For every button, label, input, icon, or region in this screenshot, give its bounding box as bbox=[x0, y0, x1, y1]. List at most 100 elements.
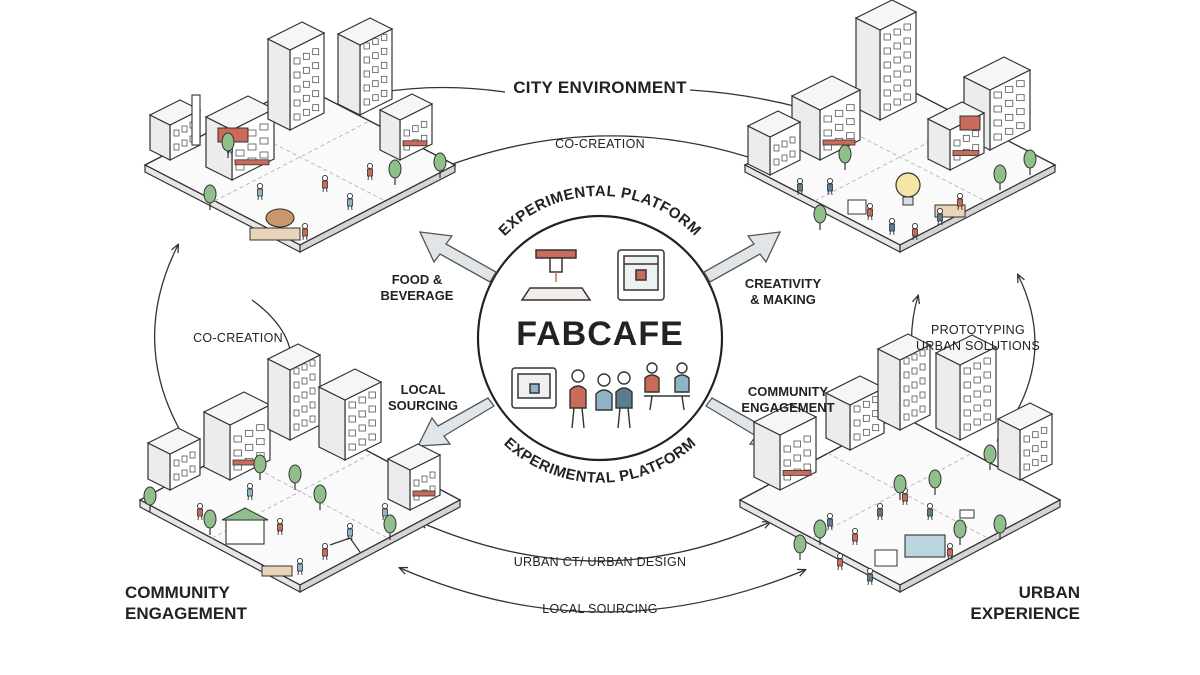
city-environment-title: CITY ENVIRONMENT bbox=[513, 78, 687, 97]
building bbox=[204, 95, 276, 181]
building bbox=[378, 93, 434, 161]
tile-food-beverage bbox=[143, 17, 457, 253]
person bbox=[866, 567, 874, 586]
person bbox=[926, 502, 934, 521]
block-arrows bbox=[416, 231, 784, 447]
tree bbox=[993, 514, 1007, 540]
local-sourcing-center-label: LOCAL SOURCING bbox=[368, 382, 478, 414]
food-beverage-line-1: FOOD & bbox=[391, 272, 443, 287]
person bbox=[366, 162, 374, 181]
building bbox=[752, 403, 818, 491]
person bbox=[346, 522, 354, 541]
tree bbox=[838, 144, 852, 170]
bottom-arc-1 bbox=[420, 522, 770, 562]
tile-community-engagement bbox=[138, 343, 462, 593]
person bbox=[836, 552, 844, 571]
tree bbox=[221, 132, 235, 158]
person bbox=[936, 207, 944, 226]
co-creation-top-label: CO-CREATION bbox=[555, 137, 645, 151]
fab-machines-icons bbox=[511, 249, 665, 409]
building bbox=[996, 402, 1054, 481]
arrow-top-left bbox=[418, 231, 497, 283]
tile-creativity-making bbox=[743, 0, 1057, 253]
community-engagement-center-label: COMMUNITY ENGAGEMENT bbox=[728, 384, 848, 416]
person bbox=[796, 177, 804, 196]
tree bbox=[203, 184, 217, 210]
local-sourcing-line-2: SOURCING bbox=[387, 398, 459, 413]
people-icons bbox=[569, 362, 690, 429]
building bbox=[146, 427, 202, 491]
person bbox=[196, 502, 204, 521]
building bbox=[824, 375, 886, 451]
person bbox=[866, 202, 874, 221]
person bbox=[346, 192, 354, 211]
tree bbox=[388, 159, 402, 185]
tree bbox=[313, 484, 327, 510]
tree bbox=[288, 464, 302, 490]
person bbox=[826, 512, 834, 531]
creativity-line-2: & MAKING bbox=[750, 292, 816, 307]
building bbox=[876, 333, 932, 431]
urban-experience-corner-label: URBAN EXPERIENCE bbox=[960, 582, 1080, 624]
co-creation-left-label: CO-CREATION bbox=[193, 331, 283, 345]
creativity-line-1: CREATIVITY bbox=[744, 276, 822, 291]
cycle-arrows bbox=[153, 86, 1036, 613]
tree bbox=[813, 519, 827, 545]
building bbox=[336, 17, 394, 116]
person bbox=[276, 517, 284, 536]
tree bbox=[203, 509, 217, 535]
urban-corner-line-2: EXPERIENCE bbox=[970, 604, 1080, 623]
bottom-arc-2 bbox=[400, 568, 805, 613]
creativity-making-label: CREATIVITY & MAKING bbox=[728, 276, 838, 308]
urban-corner-line-1: URBAN bbox=[1018, 583, 1080, 602]
community-engagement-corner-label: COMMUNITY ENGAGEMENT bbox=[125, 582, 255, 624]
local-sourcing-bottom-label: LOCAL SOURCING bbox=[542, 602, 658, 616]
food-beverage-label: FOOD & BEVERAGE bbox=[362, 272, 472, 304]
person bbox=[381, 502, 389, 521]
community-corner-line-2: ENGAGEMENT bbox=[125, 604, 247, 623]
arrow-bottom-left bbox=[416, 397, 495, 447]
community-corner-line-1: COMMUNITY bbox=[125, 583, 230, 602]
building bbox=[934, 334, 998, 441]
laser-cutter-icon bbox=[520, 249, 592, 301]
person bbox=[321, 174, 329, 193]
3d-printer-icon bbox=[617, 249, 665, 301]
person bbox=[946, 542, 954, 561]
tree bbox=[1023, 149, 1037, 175]
tree bbox=[813, 204, 827, 230]
tile-urban-experience bbox=[738, 333, 1062, 593]
person bbox=[826, 177, 834, 196]
person bbox=[296, 557, 304, 576]
tree bbox=[253, 454, 267, 480]
community-center-line-1: COMMUNITY bbox=[747, 384, 829, 399]
person bbox=[876, 502, 884, 521]
tree bbox=[928, 469, 942, 495]
building bbox=[317, 368, 383, 461]
tree bbox=[433, 152, 447, 178]
co-creation-top-arc bbox=[408, 135, 790, 182]
tree bbox=[143, 486, 157, 512]
tree bbox=[893, 474, 907, 500]
person bbox=[888, 217, 896, 236]
prototyping-label: PROTOTYPING URBAN SOLUTIONS bbox=[908, 322, 1048, 354]
desktop-printer-icon bbox=[511, 367, 557, 409]
person bbox=[321, 542, 329, 561]
urban-design-label: URBAN CT/ URBAN DESIGN bbox=[513, 555, 687, 569]
local-sourcing-line-1: LOCAL bbox=[400, 382, 446, 397]
person bbox=[246, 482, 254, 501]
person bbox=[256, 182, 264, 201]
food-beverage-line-2: BEVERAGE bbox=[380, 288, 454, 303]
tree bbox=[383, 514, 397, 540]
fabcafe-title: FABCAFE bbox=[516, 315, 684, 353]
person bbox=[956, 192, 964, 211]
building bbox=[746, 110, 802, 176]
person bbox=[851, 527, 859, 546]
tree bbox=[793, 534, 807, 560]
arrow-top-right bbox=[703, 231, 782, 283]
building bbox=[266, 21, 326, 131]
person bbox=[301, 222, 309, 241]
person bbox=[911, 222, 919, 241]
left-arc-outer bbox=[153, 245, 192, 450]
building bbox=[266, 343, 322, 441]
